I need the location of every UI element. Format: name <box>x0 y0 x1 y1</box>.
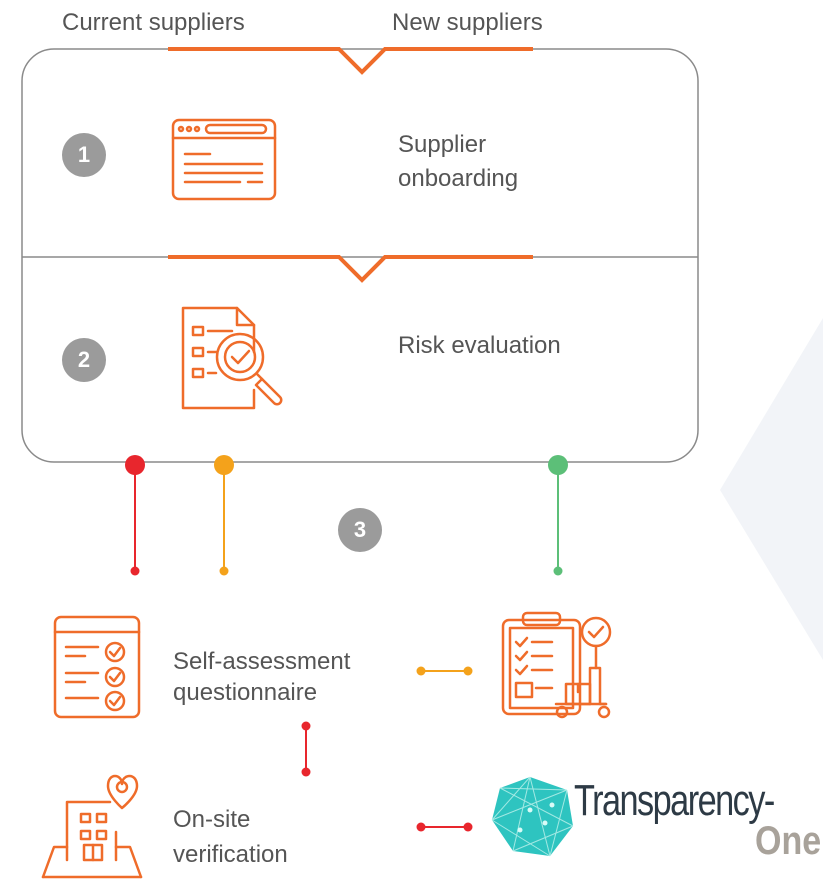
browser-window-icon <box>171 118 277 201</box>
onsite-label-line2: verification <box>173 841 288 868</box>
chevron-bar-middle <box>168 255 533 283</box>
clipboard-delivery-icon <box>501 611 612 719</box>
link-red-dot-right <box>463 822 473 832</box>
document-magnifier-icon <box>181 306 283 410</box>
onsite-label-line1: On-site <box>173 806 251 833</box>
self-assessment-label-line1: Self-assessment <box>173 648 351 675</box>
connector-green-end-dot <box>553 566 563 576</box>
current-suppliers-label: Current suppliers <box>62 9 245 36</box>
connector-red-start-dot <box>125 455 145 475</box>
transparency-one-logo-subtext: One <box>755 819 822 863</box>
connector-red-end-dot <box>130 566 140 576</box>
connector-amber-end-dot <box>219 566 229 576</box>
chevron-bar-top <box>168 47 533 75</box>
link-amber-dot-left <box>416 666 426 676</box>
step-1-label-line2: onboarding <box>398 165 519 192</box>
step-1-label-line1: Supplier <box>398 131 487 158</box>
link-red-dot-left <box>416 822 426 832</box>
step-2-badge: 2 <box>62 338 106 382</box>
link-red-dot-bottom <box>301 767 311 777</box>
step-3-badge: 3 <box>338 508 382 552</box>
transparency-one-logo-text: Transparency- <box>574 776 775 825</box>
building-location-icon <box>41 774 143 879</box>
link-amber-dot-right <box>463 666 473 676</box>
link-red-dot-top <box>301 721 311 731</box>
connector-green-start-dot <box>548 455 568 475</box>
step-2-label: Risk evaluation <box>398 332 561 359</box>
new-suppliers-label: New suppliers <box>392 9 543 36</box>
process-frame <box>21 48 699 463</box>
connector-amber-start-dot <box>214 455 234 475</box>
background-diamond-shape <box>720 318 823 660</box>
self-assessment-label-line2: questionnaire <box>173 679 318 706</box>
transparency-one-logo-mark <box>491 776 574 857</box>
step-1-badge: 1 <box>62 133 106 177</box>
checklist-icon <box>53 615 141 719</box>
